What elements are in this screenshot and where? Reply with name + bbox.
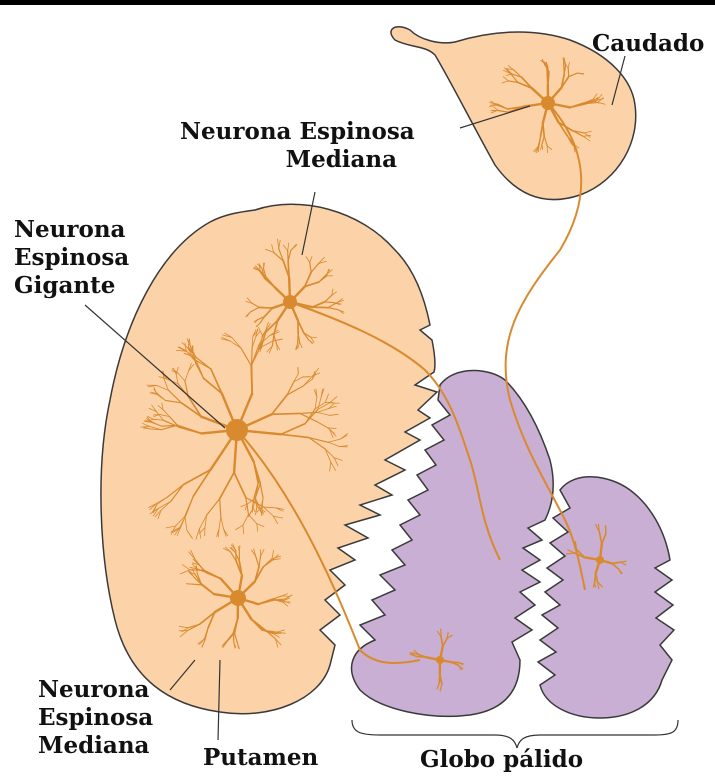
dendrite <box>568 68 569 77</box>
label-mediana-top-line1: Neurona Espinosa <box>180 118 415 146</box>
neuron-gpi-branch <box>596 556 604 564</box>
neuron-caudado-soma <box>541 96 555 110</box>
dendrite <box>298 334 299 343</box>
dendrite <box>595 573 596 582</box>
label-mediana-bottom-line1: Neurona <box>38 676 153 704</box>
label-putamen: Putamen <box>203 744 318 772</box>
dendrite <box>193 584 202 585</box>
dendrite <box>538 146 539 152</box>
label-mediana-bottom-line3: Mediana <box>38 732 153 760</box>
dendrite <box>595 582 596 587</box>
neuron-gigante-soma <box>226 419 248 441</box>
label-mediana-top-line2: Mediana <box>268 146 415 174</box>
dendrite <box>416 656 426 657</box>
label-gigante-line2: Espinosa <box>14 244 129 272</box>
label-gigante-line3: Gigante <box>14 272 129 300</box>
neuron-mediana-putamen-soma <box>283 295 297 309</box>
dendrite <box>259 307 272 308</box>
neuron-gpe-branch <box>436 656 444 664</box>
label-globo-palido: Globo pálido <box>420 746 583 774</box>
dendrite <box>273 600 283 601</box>
dendrite <box>252 365 253 393</box>
dendrite <box>288 261 289 278</box>
globo-palido-brace <box>352 720 678 748</box>
dendrite <box>272 413 300 414</box>
label-mediana-bottom-line2: Espinosa <box>38 704 153 732</box>
label-mediana-top: Neurona Espinosa Mediana <box>180 118 415 174</box>
label-gigante: Neurona Espinosa Gigante <box>14 216 129 300</box>
dendrite <box>548 72 549 85</box>
neuron-mediana-bottom-soma <box>230 590 246 606</box>
globus-pallidus-internal <box>538 477 674 718</box>
label-gigante-line1: Neurona <box>14 216 129 244</box>
label-caudado: Caudado <box>592 30 704 58</box>
label-mediana-bottom: Neurona Espinosa Mediana <box>38 676 153 760</box>
dendrite <box>451 662 458 663</box>
